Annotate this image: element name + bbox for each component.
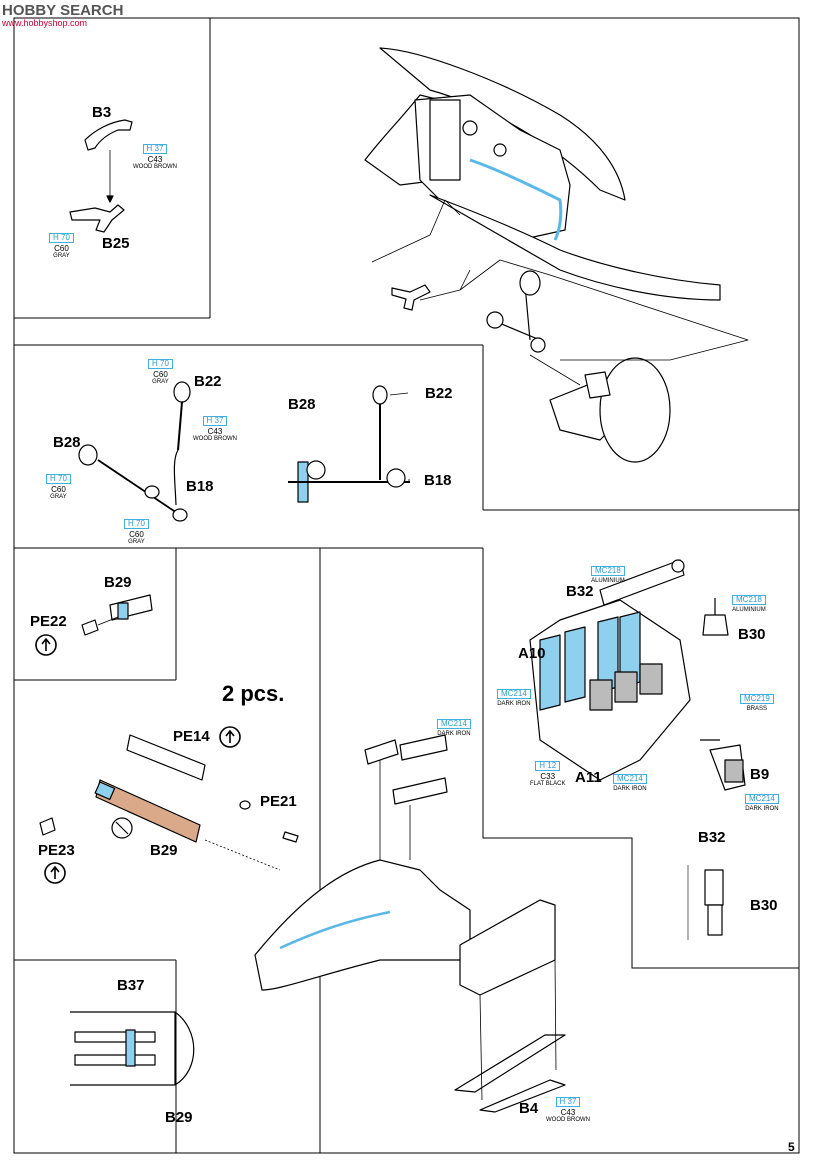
label-b28-right: B28 — [288, 396, 316, 413]
label-pe21: PE21 — [260, 793, 297, 810]
bend-icon-pe14 — [219, 726, 241, 748]
label-b9: B9 — [750, 766, 770, 783]
label-pe23: PE23 — [38, 842, 75, 859]
label-b18-left: B18 — [186, 478, 214, 495]
b37-gun-detail-drawing — [70, 1011, 195, 1086]
stick-assembly-drawing — [486, 270, 546, 353]
engine-a10-a11-drawing — [529, 599, 691, 781]
bend-icon-pe22 — [35, 634, 57, 656]
b25-mini-drawing — [391, 284, 431, 311]
label-b29-bottom: B29 — [165, 1109, 193, 1126]
label-b32: B32 — [566, 583, 594, 600]
label-b30-small: B30 — [750, 897, 778, 914]
lower-fuselage-drawing — [254, 734, 471, 991]
label-b37: B37 — [117, 977, 145, 994]
b32-exhaust-drawing — [599, 559, 685, 606]
bend-icon-pe23 — [44, 862, 66, 884]
engine-bottom-drawing — [454, 899, 566, 1113]
b3-handle-drawing — [84, 119, 133, 203]
label-b25: B25 — [102, 235, 130, 252]
label-b3: B3 — [92, 104, 112, 121]
b30-drawing — [702, 598, 729, 636]
watermark-text: HOBBY SEARCH — [2, 2, 124, 19]
b22-b28-b18-right-drawing — [288, 385, 410, 503]
label-b29-top: B29 — [104, 574, 132, 591]
label-b4: B4 — [519, 1100, 539, 1117]
b32-b30-detail-drawing — [687, 865, 724, 940]
label-b22-left: B22 — [194, 373, 222, 390]
label-b30: B30 — [738, 626, 766, 643]
b9-drawing — [700, 739, 746, 791]
label-b32-small: B32 — [698, 829, 726, 846]
watermark-domain: www.hobbyshop.com — [2, 18, 88, 28]
b22-b28-b18-left-drawing — [78, 381, 191, 522]
mg-assembly-drawing — [39, 734, 299, 871]
b25-part-drawing — [69, 204, 125, 233]
page-frame — [13, 17, 800, 1154]
label-b18-right: B18 — [424, 472, 452, 489]
label-pe14: PE14 — [173, 728, 210, 745]
label-pe22: PE22 — [30, 613, 67, 630]
label-b29-mid: B29 — [150, 842, 178, 859]
label-b28-left: B28 — [53, 434, 81, 451]
label-b22-right: B22 — [425, 385, 453, 402]
label-two-pcs: 2 pcs. — [222, 681, 285, 706]
label-a11: A11 — [575, 769, 602, 786]
watermark: HOBBY SEARCH www.hobbyshop.com — [2, 2, 123, 28]
label-a10: A10 — [518, 645, 546, 662]
fuselage-cockpit-drawing — [364, 47, 721, 301]
seat-drawing — [549, 357, 671, 463]
page-number: 5 — [788, 1140, 795, 1154]
pe22-b29-drawing — [81, 594, 153, 636]
